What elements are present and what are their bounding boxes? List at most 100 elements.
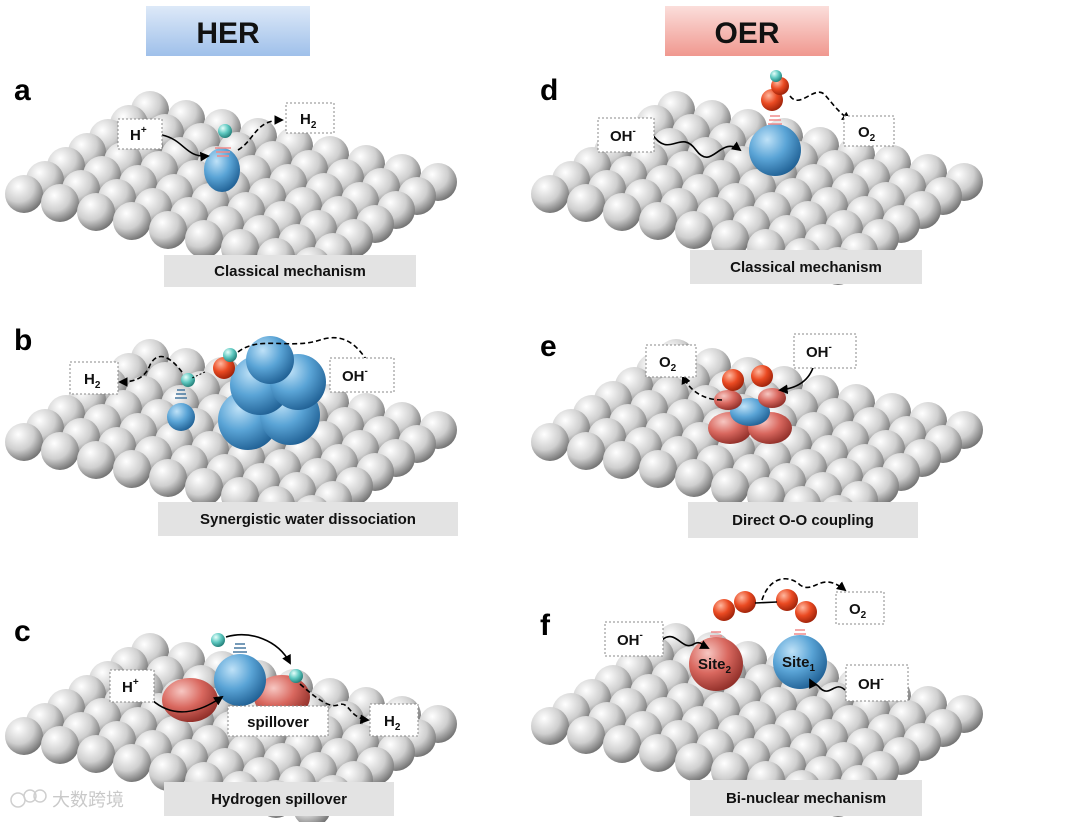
surface-atom: [531, 707, 569, 745]
surface-atom: [567, 716, 605, 754]
surface-atom: [149, 211, 187, 249]
surface-atom: [149, 753, 187, 791]
caption-b: Synergistic water dissociation: [158, 502, 458, 536]
svg-text:O2: O2: [849, 601, 867, 621]
surface-atom: [113, 744, 151, 782]
caption-a: Classical mechanism: [164, 255, 416, 287]
surface-atom: [41, 432, 79, 470]
svg-text:OH-: OH-: [342, 366, 368, 385]
panel-e-adsorbates: [681, 359, 816, 444]
surface-atom: [567, 432, 605, 470]
svg-text:Hydrogen spillover: Hydrogen spillover: [211, 791, 347, 808]
label-e-in: OH-: [793, 333, 857, 369]
surface-atom: [603, 441, 641, 479]
svg-text:OH-: OH-: [858, 674, 884, 693]
caption-f: Bi-nuclear mechanism: [690, 780, 922, 816]
panel-a-adsorbates: [161, 115, 284, 192]
surface-atom: [5, 175, 43, 213]
svg-text:H+: H+: [130, 125, 147, 144]
label-f-in2: OH-: [845, 664, 909, 702]
surface-atom: [639, 734, 677, 772]
svg-text:H2: H2: [300, 111, 317, 131]
surface-atom: [77, 441, 115, 479]
surface-atom: [531, 423, 569, 461]
panel-letter-f: f: [540, 609, 551, 642]
svg-text:OH-: OH-: [806, 342, 832, 361]
svg-text:Classical mechanism: Classical mechanism: [730, 259, 882, 276]
surface-atom: [639, 450, 677, 488]
hydrogen-atom: [218, 124, 232, 138]
watermark-text: 大数跨境: [52, 790, 124, 811]
panel-b-adsorbates: [118, 336, 376, 450]
panel-letter-a: a: [14, 74, 31, 107]
svg-text:O2: O2: [858, 124, 876, 144]
svg-text:Classical mechanism: Classical mechanism: [214, 263, 366, 280]
surface-atom: [5, 717, 43, 755]
panel-d-adsorbates: [651, 70, 852, 176]
her-header-text: HER: [196, 17, 260, 50]
surface-atom: [675, 743, 713, 781]
hydrogen-atom: [181, 373, 195, 387]
caption-d: Classical mechanism: [690, 250, 922, 284]
site2-label: Site2: [698, 656, 732, 676]
label-b-left: H2: [69, 361, 119, 395]
oer-header: OER: [665, 6, 829, 56]
svg-text:spillover: spillover: [247, 714, 309, 731]
svg-text:OH-: OH-: [610, 126, 636, 145]
panel-c-adsorbates: [151, 633, 370, 725]
svg-text:OH-: OH-: [617, 630, 643, 649]
label-c-out: H2: [369, 703, 419, 737]
surface-atom: [531, 175, 569, 213]
surface-atom: [603, 193, 641, 231]
surface-atom: [77, 193, 115, 231]
surface-atom: [603, 725, 641, 763]
label-f-in1: OH-: [604, 621, 664, 657]
surface-atom: [77, 735, 115, 773]
label-e-out: O2: [645, 344, 697, 378]
hydrogen-atom: [223, 348, 237, 362]
label-d-out: O2: [843, 115, 895, 147]
label-a-in: H+: [117, 118, 163, 150]
surface-atom: [567, 184, 605, 222]
panel-letter-b: b: [14, 324, 32, 357]
svg-text:O2: O2: [659, 354, 677, 374]
blue-active-site: [204, 148, 240, 192]
svg-text:H2: H2: [84, 371, 101, 391]
label-c-mid: spillover: [227, 705, 329, 737]
svg-text:Bi-nuclear mechanism: Bi-nuclear mechanism: [726, 790, 886, 807]
surface-atom: [675, 211, 713, 249]
surface-atom: [149, 459, 187, 497]
surface-atom: [711, 220, 749, 258]
oer-header-text: OER: [714, 17, 779, 50]
watermark: 大数跨境: [10, 789, 124, 811]
her-header: HER: [146, 6, 310, 56]
svg-text:H+: H+: [122, 677, 139, 696]
surface-atom: [185, 468, 223, 506]
surface-atom: [113, 202, 151, 240]
surface-atom: [41, 184, 79, 222]
oxygen-atom: [213, 357, 235, 379]
svg-text:Synergistic water dissociation: Synergistic water dissociation: [200, 511, 416, 528]
surface-atom: [5, 423, 43, 461]
surface-atom: [639, 202, 677, 240]
surface-atom: [41, 726, 79, 764]
site2-atom: [689, 637, 743, 691]
label-b-right: OH-: [329, 357, 395, 393]
svg-text:H2: H2: [384, 713, 401, 733]
label-d-in: OH-: [597, 117, 655, 153]
surface-atom: [711, 468, 749, 506]
surface-atom: [113, 450, 151, 488]
panel-f-adsorbates: [661, 577, 847, 692]
label-a-out: H2: [285, 102, 335, 134]
site1-atom: [773, 635, 827, 689]
panel-letter-d: d: [540, 74, 558, 107]
caption-e: Direct O-O coupling: [688, 502, 918, 538]
surface-atom: [185, 220, 223, 258]
panel-letter-e: e: [540, 330, 557, 363]
surface-atom: [675, 459, 713, 497]
site1-label: Site1: [782, 654, 816, 674]
caption-c: Hydrogen spillover: [164, 782, 394, 816]
panel-letter-c: c: [14, 615, 31, 648]
label-c-in: H+: [109, 669, 155, 703]
